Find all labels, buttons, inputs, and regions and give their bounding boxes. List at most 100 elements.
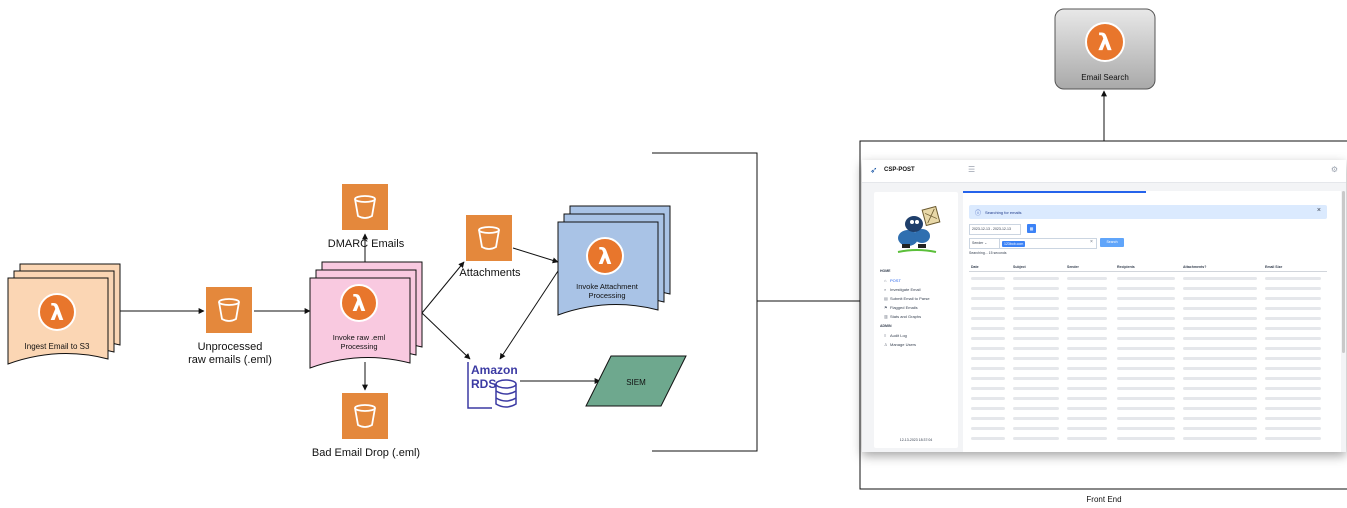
close-icon[interactable]: × — [1316, 207, 1321, 214]
field-select[interactable]: Sender ⌄ — [969, 238, 1001, 249]
loading-placeholder — [1067, 417, 1107, 420]
loading-placeholder — [1183, 317, 1257, 320]
invoke-raw-label-line1: Invoke raw .eml — [333, 333, 386, 342]
calendar-icon: ▦ — [1029, 226, 1034, 231]
column-header-email-size[interactable]: Email Size — [1265, 265, 1283, 269]
clear-icon[interactable]: × — [1090, 239, 1093, 245]
nav-item-label: POST — [890, 278, 901, 283]
loading-placeholder — [1067, 367, 1107, 370]
menu-icon[interactable]: ☰ — [968, 165, 976, 174]
loading-placeholder — [971, 367, 1005, 370]
nav-item-stats-graphs[interactable]: ▥Stats and Graphs — [884, 314, 921, 319]
loading-placeholder — [1183, 277, 1257, 280]
loading-placeholder — [1013, 427, 1059, 430]
loading-placeholder — [1117, 437, 1175, 440]
nav-item-manage-users[interactable]: ♙Manage Users — [884, 342, 916, 347]
loading-placeholder — [1117, 387, 1175, 390]
database-icon — [495, 379, 517, 408]
ingest-label: Ingest Email to S3 — [25, 342, 90, 351]
loading-placeholder — [1067, 277, 1107, 280]
column-header-subject[interactable]: Subject — [1013, 265, 1026, 269]
dmarc-label: DMARC Emails — [328, 238, 405, 250]
front-end-node: Front End — [859, 140, 1347, 504]
loading-placeholder — [1183, 397, 1257, 400]
sidebar: HOME ⌂POST ⌕Investigate Email ▤Submit Em… — [874, 192, 958, 448]
loading-placeholder — [1013, 327, 1059, 330]
nav-item-label: Investigate Email — [890, 287, 921, 292]
search-input[interactable]: 123bob.com — [999, 238, 1097, 249]
nav-item-label: Audit Log — [890, 333, 907, 338]
loading-placeholder — [1117, 307, 1175, 310]
loading-placeholder — [971, 377, 1005, 380]
loading-placeholder — [971, 327, 1005, 330]
info-alert: ⓘ Searching for emails × — [969, 205, 1327, 219]
calendar-button[interactable]: ▦ — [1027, 224, 1036, 233]
loading-placeholder — [1183, 357, 1257, 360]
scrollbar[interactable] — [1342, 191, 1345, 353]
unprocessed-label-line2: raw emails (.eml) — [188, 354, 272, 366]
invoke-raw-lambda-node: λ Invoke raw .eml Processing — [309, 261, 423, 369]
search-button[interactable]: Search — [1100, 238, 1124, 247]
loading-placeholder — [1013, 287, 1059, 290]
ingest-lambda-node: λ Ingest Email to S3 — [7, 263, 121, 365]
search-status: Searching... 15 seconds — [969, 251, 1007, 255]
column-header-recipients[interactable]: Recipients — [1117, 265, 1135, 269]
field-select-value: Sender — [972, 241, 984, 245]
loading-placeholder — [1067, 307, 1107, 310]
query-chip[interactable]: 123bob.com — [1002, 240, 1026, 247]
progress-bar — [963, 191, 1146, 193]
column-header-date[interactable]: Date — [971, 265, 979, 269]
nav-item-audit-log[interactable]: ≡Audit Log — [884, 333, 907, 338]
loading-placeholder — [1183, 417, 1257, 420]
nav-item-label: Flagged Emails — [890, 305, 918, 310]
column-header-sender[interactable]: Sender — [1067, 265, 1079, 269]
date-range-field[interactable]: 2023-12-13 - 2023-12-13 — [969, 224, 1021, 235]
gear-icon[interactable]: ⚙ — [1330, 165, 1338, 174]
arrow-attachments-to-invoke-attach — [512, 247, 559, 264]
rds-node: Amazon RDS — [467, 362, 518, 409]
lambda-icon: λ — [340, 284, 378, 322]
info-icon: ⓘ — [975, 211, 982, 217]
nav-item-post[interactable]: ⌂POST — [884, 278, 901, 283]
loading-placeholder — [1013, 337, 1059, 340]
nav-item-investigate-email[interactable]: ⌕Investigate Email — [884, 287, 920, 292]
loading-placeholder — [1265, 307, 1321, 310]
loading-placeholder — [1265, 317, 1321, 320]
loading-placeholder — [971, 277, 1005, 280]
unprocessed-bucket-node: Unprocessed raw emails (.eml) — [188, 287, 272, 366]
alert-text: Searching for emails — [985, 209, 1022, 215]
loading-placeholder — [971, 307, 1005, 310]
loading-placeholder — [1067, 327, 1107, 330]
loading-placeholder — [1067, 437, 1107, 440]
loading-placeholder — [1013, 377, 1059, 380]
loading-placeholder — [1117, 397, 1175, 400]
column-header-attachments[interactable]: Attachments? — [1183, 265, 1207, 269]
s3-bucket-icon — [218, 298, 240, 322]
loading-placeholder — [971, 337, 1005, 340]
loading-placeholder — [1265, 367, 1321, 370]
document-icon: ▤ — [884, 296, 888, 301]
search-icon: ⌕ — [884, 287, 887, 292]
nav-item-flagged-emails[interactable]: ⚑Flagged Emails — [884, 305, 918, 310]
nav-item-submit-email[interactable]: ▤Submit Email to Parse — [884, 296, 930, 301]
rds-label-line1: Amazon — [471, 363, 518, 377]
rds-label-line2: RDS — [471, 377, 496, 391]
loading-placeholder — [1117, 367, 1175, 370]
loading-placeholder — [1013, 317, 1059, 320]
timestamp: 12-13-2023 18:37:04 — [899, 438, 933, 442]
lambda-icon: λ — [586, 237, 624, 275]
loading-placeholder — [1013, 357, 1059, 360]
admin-section-heading: ADMIN — [880, 324, 892, 328]
bracket-connector — [652, 152, 860, 452]
invoke-attach-lambda-node: λ Invoke Attachment Processing — [557, 205, 671, 316]
loading-placeholder — [971, 287, 1005, 290]
loading-placeholder — [1265, 407, 1321, 410]
loading-placeholder — [1013, 307, 1059, 310]
bad-email-bucket-node: Bad Email Drop (.eml) — [312, 393, 420, 459]
loading-placeholder — [1183, 337, 1257, 340]
loading-placeholder — [1117, 377, 1175, 380]
list-icon: ≡ — [884, 333, 887, 338]
loading-placeholder — [1183, 297, 1257, 300]
loading-placeholder — [1013, 417, 1059, 420]
loading-placeholder — [1265, 417, 1321, 420]
